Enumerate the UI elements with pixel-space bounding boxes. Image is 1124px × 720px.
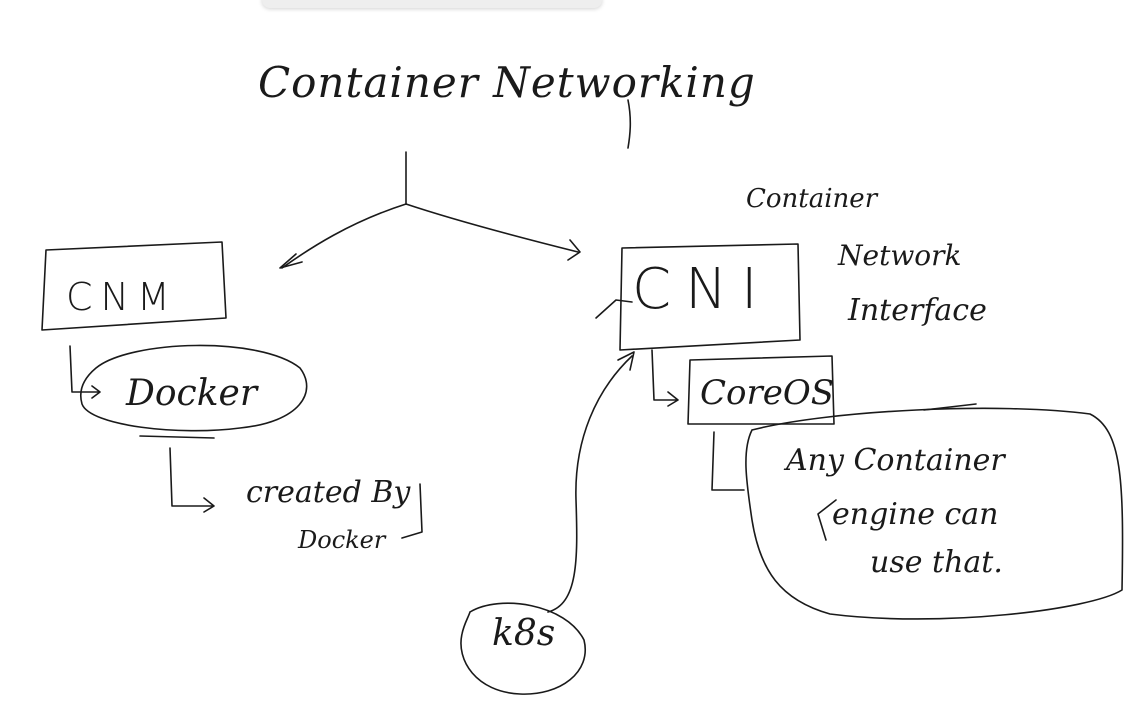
cni-box-label: CNI (632, 257, 772, 322)
cni-tick (595, 299, 633, 319)
title-descender (627, 99, 632, 149)
docker-to-created-connector (169, 447, 215, 513)
coreos-box-label: CoreOS (700, 373, 835, 413)
arrow-to-cni (405, 203, 579, 253)
arrow-to-cnm (281, 203, 407, 269)
note-scribble (923, 403, 977, 411)
any-engine-line1: Any Container (786, 443, 1005, 478)
cni-box (619, 243, 801, 351)
cnm-to-docker-connector (69, 345, 101, 399)
cnm-box (41, 241, 227, 331)
toolbar-strip[interactable] (262, 0, 602, 8)
coreos-to-note-connector (711, 431, 745, 491)
created-by-bracket (401, 483, 423, 539)
arrow-head-cni (567, 239, 581, 261)
any-engine-bubble (745, 407, 1124, 620)
k8s-bubble (460, 602, 587, 695)
k8s-to-cni-arrow (547, 355, 633, 613)
k8s-bubble-label: k8s (492, 613, 556, 654)
cnm-box-label: CNM (66, 275, 178, 319)
cni-fullname-line2: Network (838, 239, 962, 272)
created-by-label: created By (246, 475, 411, 510)
arrow-head-cnm (279, 253, 303, 269)
coreos-box (687, 355, 835, 425)
k8s-arrow-head (617, 351, 635, 371)
any-engine-line2: engine can (832, 497, 999, 532)
docker-underline (139, 435, 215, 439)
cni-fullname-line3: Interface (848, 293, 987, 328)
diagram-title: Container Networking (258, 58, 756, 107)
docker-bubble-label: Docker (126, 373, 258, 414)
created-by-docker-label: Docker (298, 526, 386, 554)
cni-to-coreos-connector (651, 349, 679, 407)
cni-fullname-line1: Container (746, 184, 878, 214)
note-bracket (817, 499, 837, 541)
docker-bubble (80, 344, 308, 432)
any-engine-line3: use that. (870, 545, 1003, 580)
